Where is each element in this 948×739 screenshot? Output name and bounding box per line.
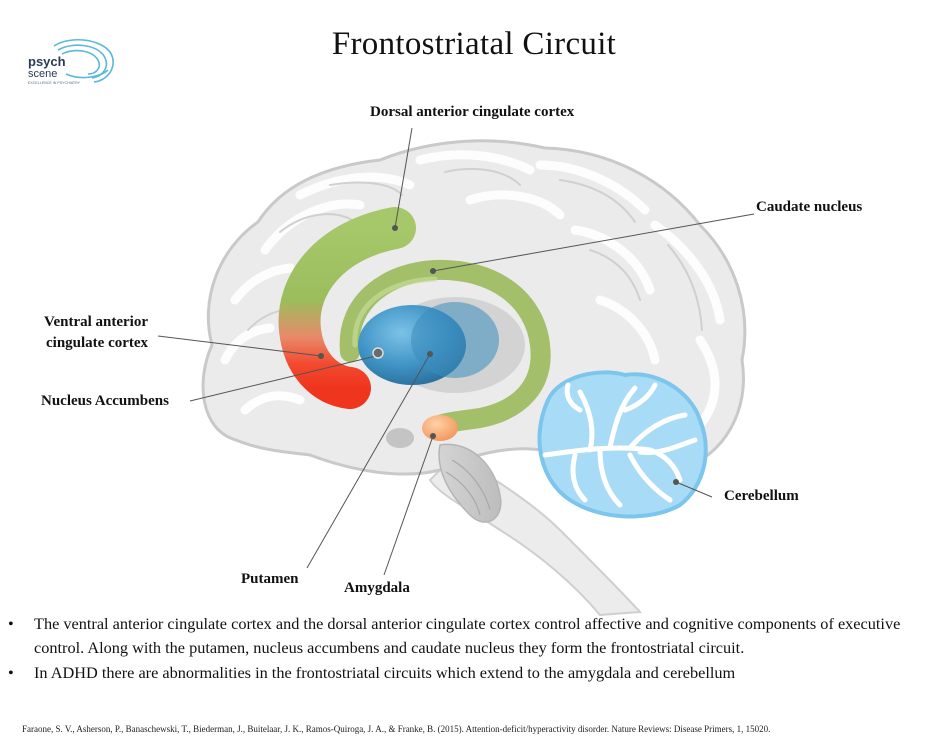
sulci (247, 167, 703, 331)
arbor-vitae (542, 382, 698, 508)
label-ventral-acc-line1: Ventral anterior (44, 314, 149, 330)
page-title: Frontostriatal Circuit (331, 26, 617, 62)
label-cerebellum: Cerebellum (724, 488, 799, 504)
leader-lines (157, 127, 755, 576)
citation: Faraone, S. V., Asherson, P., Banaschews… (22, 724, 771, 734)
label-putamen: Putamen (241, 571, 299, 587)
psychscene-logo: psych scene EXCELLENCE IN PSYCHIATRY (28, 38, 114, 85)
pons (438, 443, 502, 523)
leader-dots (318, 225, 679, 485)
ventricle-shadow (386, 428, 414, 448)
caudate-nucleus (339, 259, 551, 435)
label-caudate-nucleus: Caudate nucleus (756, 199, 863, 215)
bullet-list: The ventral anterior cingulate cortex an… (8, 612, 933, 686)
label-dorsal-acc: Dorsal anterior cingulate cortex (370, 104, 575, 120)
cingulate-cortex (278, 207, 416, 409)
label-nucleus-accumbens: Nucleus Accumbens (41, 393, 169, 409)
gyri (220, 150, 725, 430)
accumbens-marker (372, 347, 384, 359)
label-amygdala: Amygdala (344, 580, 410, 596)
logo-tagline: EXCELLENCE IN PSYCHIATRY (28, 81, 81, 85)
logo-text-psych: psych (28, 54, 66, 69)
brain-diagram (157, 127, 755, 617)
logo-text-scene: scene (28, 68, 57, 80)
bullet-item: The ventral anterior cingulate cortex an… (8, 612, 933, 660)
amygdala (422, 415, 458, 441)
label-ventral-acc-line2: cingulate cortex (46, 335, 149, 351)
bullet-item: In ADHD there are abnormalities in the f… (8, 661, 933, 685)
